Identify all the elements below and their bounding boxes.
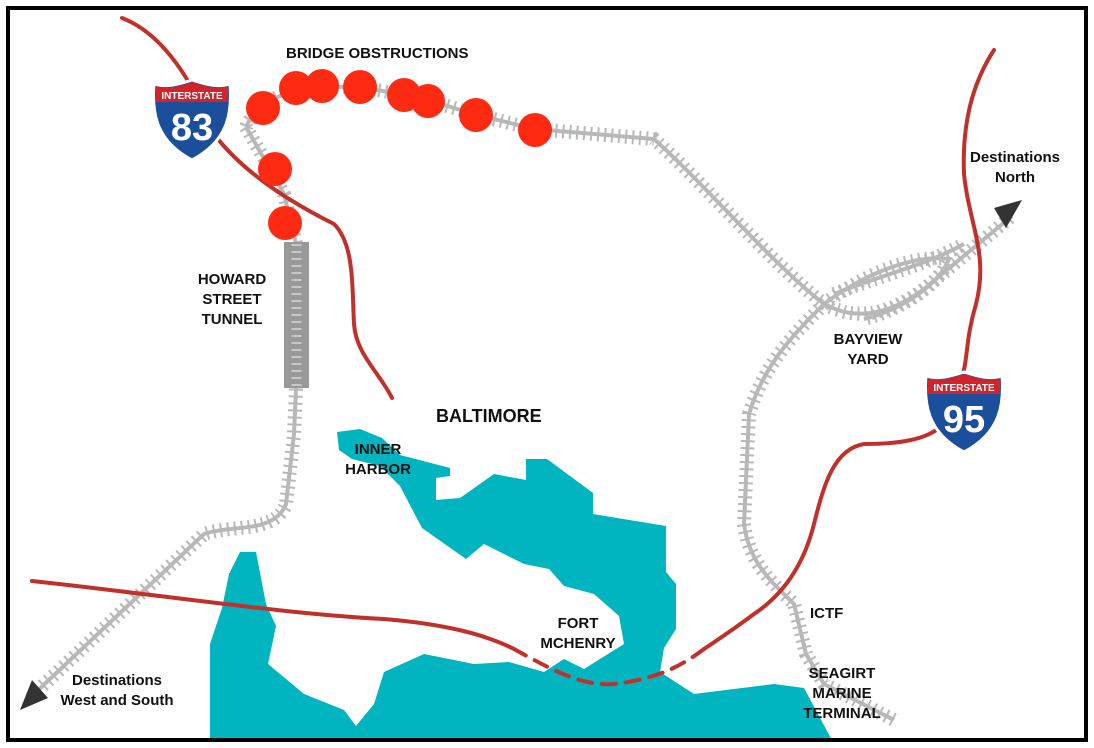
water-body — [210, 429, 831, 738]
arrow-southwest-icon — [20, 680, 48, 710]
obstruction-marker — [411, 84, 445, 118]
i95-shield-icon: INTERSTATE 95 — [924, 370, 1004, 454]
i83-shield-icon: INTERSTATE 83 — [152, 78, 232, 162]
baltimore-label: BALTIMORE — [436, 406, 542, 426]
howard-street-tunnel-label: HOWARD STREET TUNNEL — [197, 271, 267, 328]
obstruction-marker — [305, 69, 339, 103]
shield-top-text: INTERSTATE — [161, 91, 223, 102]
rail-network — [29, 78, 1017, 727]
obstruction-marker — [343, 70, 377, 104]
obstruction-marker — [246, 91, 280, 125]
bridge-obstructions — [246, 69, 552, 240]
inner-harbor-label: INNER HARBOR — [345, 441, 411, 478]
harbor-water — [210, 429, 831, 738]
i895-route — [30, 579, 516, 651]
shield-top-text: INTERSTATE — [933, 383, 995, 394]
shield-number: 83 — [171, 107, 213, 149]
rail-east-line — [736, 299, 898, 727]
obstruction-marker — [518, 113, 552, 147]
obstruction-marker — [258, 152, 292, 186]
seagirt-marine-terminal-label: SEAGIRT MARINE TERMINAL — [803, 665, 881, 722]
map-frame: INTERSTATE 83 INTERSTATE 95 — [6, 6, 1088, 742]
rail-bayview-loop — [819, 237, 968, 326]
rail-north-line — [239, 78, 1017, 321]
obstruction-marker — [459, 98, 493, 132]
obstruction-marker — [279, 71, 313, 105]
rail-west-line — [29, 123, 303, 700]
obstruction-marker — [268, 206, 302, 240]
destinations-west-south-label: Destinations West and South — [60, 672, 174, 709]
fort-mchenry-label: FORT MCHENRY — [540, 615, 616, 652]
bayview-yard-label: BAYVIEW YARD — [833, 331, 903, 368]
map-canvas: INTERSTATE 83 INTERSTATE 95 — [20, 16, 1022, 738]
bridge-obstructions-label: BRIDGE OBSTRUCTIONS — [286, 45, 469, 62]
destinations-north-label: Destinations North — [969, 149, 1060, 186]
i95-tunnel-dashed — [512, 647, 706, 687]
arrow-north-icon — [994, 200, 1022, 228]
ictf-label: ICTF — [810, 605, 844, 622]
shield-number: 95 — [943, 399, 985, 441]
